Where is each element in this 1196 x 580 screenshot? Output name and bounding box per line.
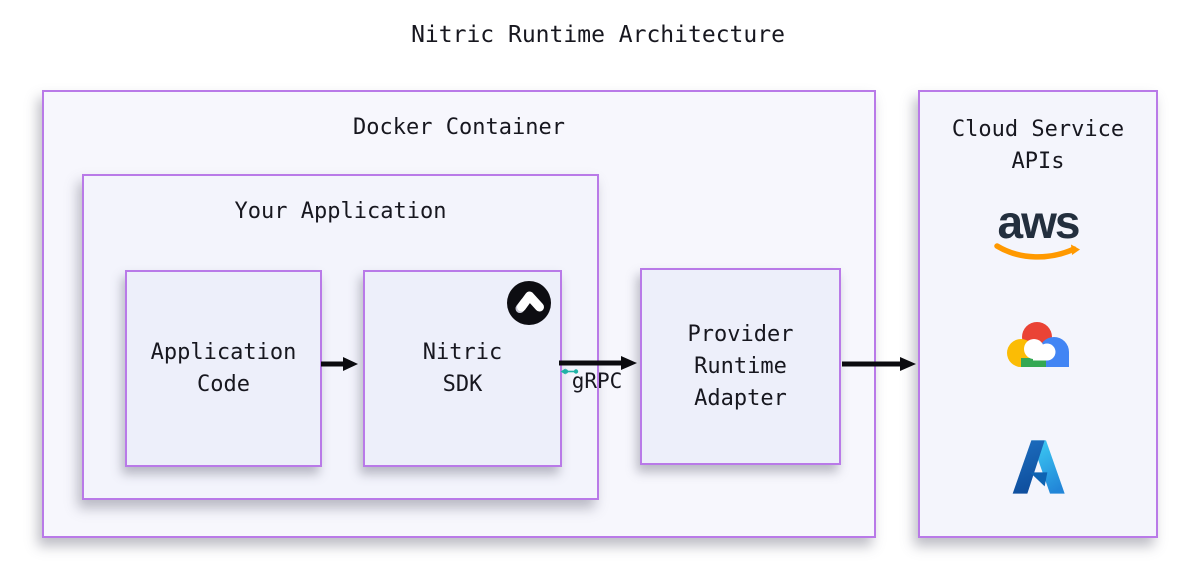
your-application-box: Your Application Application Code Nitric… [82,174,599,500]
provider-runtime-adapter-label: Provider Runtime Adapter [687,321,794,411]
docker-container-box: Docker Container Your Application Applic… [42,90,876,538]
nitric-logo-icon [507,281,551,325]
cloud-service-apis-box: Cloud Service APIs aws [918,90,1158,538]
nitric-sdk-box: Nitric SDK [363,270,562,467]
arrow-provider-to-cloud-icon [842,357,916,371]
page-title: Nitric Runtime Architecture [411,22,785,48]
azure-logo [1012,440,1065,494]
cloud-service-apis-label: Cloud Service APIs [951,117,1125,174]
application-code-label: Application Code [150,339,297,397]
aws-wordmark: aws [997,196,1081,248]
aws-smile-icon [994,242,1080,260]
docker-container-label: Docker Container [353,115,565,140]
grpc-icon [560,368,579,375]
arrow-appcode-to-sdk-icon [321,357,358,371]
arrow-sdk-to-provider-icon [559,356,637,370]
grpc-label: gRPC [571,369,623,393]
grpc-label-group: gRPC [557,363,637,393]
aws-logo: aws [994,196,1082,265]
your-application-label: Your Application [234,199,447,224]
google-cloud-logo [1007,322,1069,367]
provider-runtime-adapter-box: Provider Runtime Adapter [640,268,841,465]
nitric-sdk-label: Nitric SDK [422,339,503,397]
application-code-box: Application Code [125,270,322,467]
